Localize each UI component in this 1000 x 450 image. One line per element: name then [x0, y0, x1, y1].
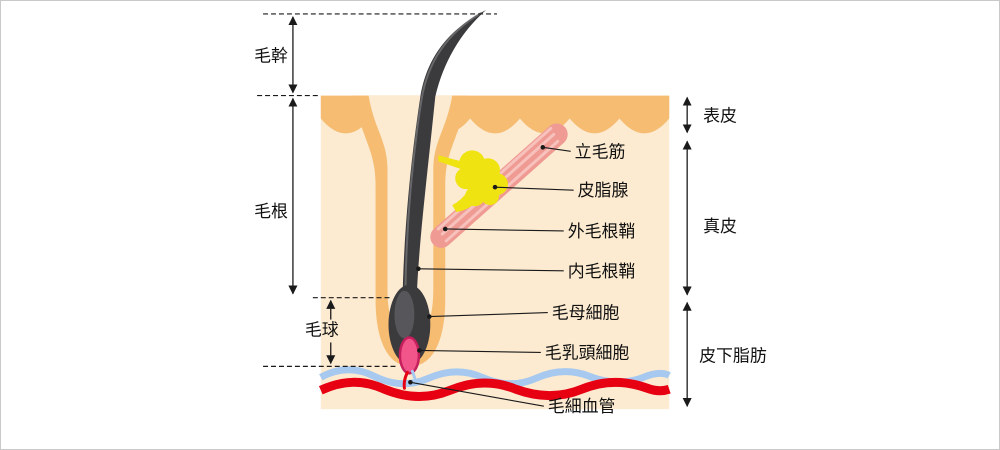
dermal-papilla-label: 毛乳頭細胞: [545, 342, 630, 362]
hair-bulb-label: 毛球: [305, 320, 339, 340]
capillary-label: 毛細血管: [548, 396, 616, 416]
dermal-papilla: [398, 336, 421, 375]
arrector-pili-leader: [542, 146, 571, 152]
artery-vessel: [318, 377, 671, 401]
inner-root-sheath-leader: [418, 268, 564, 272]
hair-bulb: [388, 284, 431, 365]
leader-dot: [427, 314, 432, 319]
leader-dot: [417, 348, 422, 353]
leader-dot: [540, 145, 546, 150]
arrector-pili-label: 立毛筋: [575, 141, 626, 161]
subcutaneous-fat-label: 皮下脂肪: [699, 345, 767, 365]
leader-dot: [408, 380, 413, 385]
sebaceous-gland-leader: [495, 186, 574, 191]
outer-root-sheath-label: 外毛根鞘: [568, 221, 636, 241]
sebaceous-gland-label: 皮脂腺: [578, 180, 629, 200]
capillary-leader: [410, 381, 544, 407]
dermal-papilla-leader: [419, 349, 541, 353]
sebaceous-gland-lobe: [465, 186, 486, 207]
dermis-label: 真皮: [703, 216, 737, 236]
outer-root-sheath-leader: [445, 228, 564, 232]
capillary-branch-artery: [402, 370, 409, 390]
leader-dot: [416, 266, 421, 272]
inner-root-sheath-label: 内毛根鞘: [568, 261, 636, 281]
leader-lines: [410, 146, 574, 407]
leader-dot: [492, 184, 498, 190]
sebaceous-gland: [438, 150, 508, 213]
sebaceous-gland-lobe: [455, 167, 478, 190]
sebaceous-gland-lobe: [481, 187, 500, 206]
capillary-branch-vein: [410, 369, 417, 382]
hair-matrix-leader: [429, 312, 548, 318]
hair-bulb-sheen: [394, 290, 415, 339]
hair-root-label: 毛根: [254, 201, 288, 221]
hair-shaft: [402, 9, 487, 305]
range-arrows: [288, 16, 692, 408]
hair-shaft-highlight: [404, 11, 483, 291]
leader-dots: [408, 145, 546, 385]
labels-group: 毛幹 毛根 毛球 立毛筋 皮脂腺 外毛根鞘 内毛根鞘 毛母細胞 毛乳頭細胞 毛細…: [254, 46, 767, 416]
dashed-lines: [257, 13, 498, 367]
hair-matrix-label: 毛母細胞: [552, 303, 620, 323]
leader-dot: [442, 226, 448, 232]
epidermis-label: 表皮: [703, 105, 737, 125]
hair-shaft-label: 毛幹: [254, 46, 288, 66]
